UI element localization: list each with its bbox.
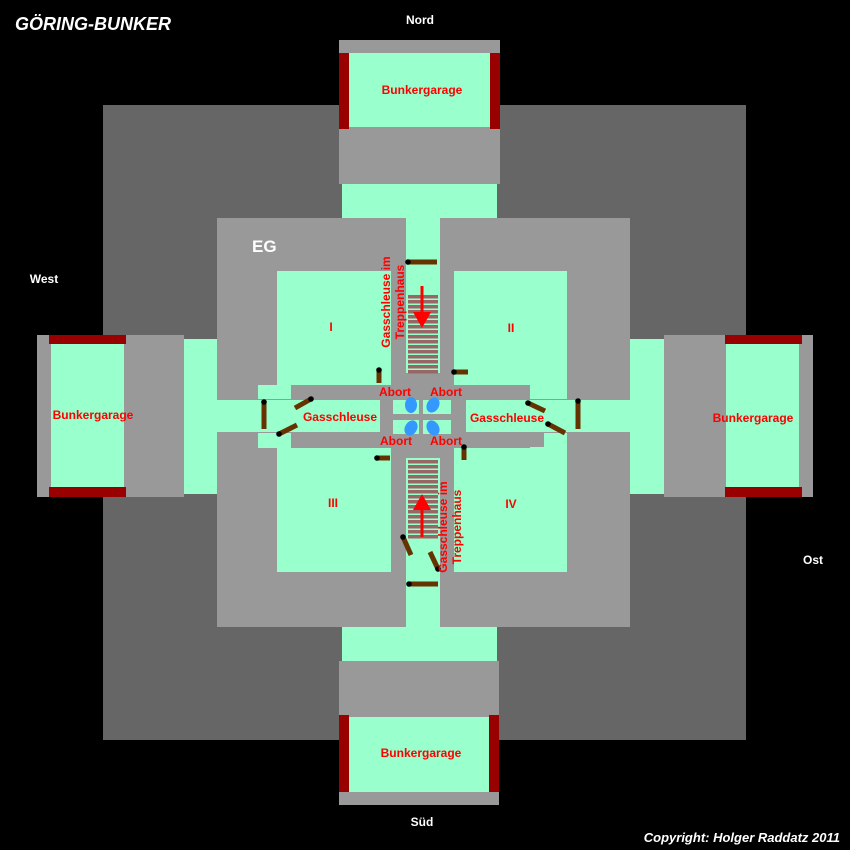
stair-step — [408, 365, 438, 369]
room-3-label: III — [328, 496, 338, 510]
compass-west: West — [30, 272, 58, 286]
room-4-label: IV — [505, 497, 516, 511]
stair-step — [408, 475, 438, 479]
garage-north-label: Bunkergarage — [382, 83, 463, 97]
door-hinge-icon — [406, 581, 412, 587]
compass-east: Ost — [803, 553, 823, 567]
door-hinge-icon — [374, 455, 380, 461]
stair-step — [408, 470, 438, 474]
compass-south: Süd — [411, 815, 434, 829]
toilet-se-label: Abort — [430, 434, 462, 448]
garage-west-label: Bunkergarage — [53, 408, 134, 422]
stair-step — [408, 360, 438, 364]
stair-step — [408, 370, 438, 374]
garage-south-label: Bunkergarage — [381, 746, 462, 760]
compass-north: Nord — [406, 13, 434, 27]
toilet-nw-label: Abort — [379, 385, 411, 399]
door-hinge-icon — [525, 400, 531, 406]
door[interactable] — [277, 422, 299, 437]
map-title: GÖRING-BUNKER — [15, 14, 171, 34]
door-hinge-icon — [461, 444, 467, 450]
door-hinge-icon — [545, 421, 551, 427]
garage-north — [339, 40, 500, 219]
arrow-up-icon — [413, 494, 431, 537]
garage-west — [37, 335, 218, 497]
floor-label: EG — [252, 237, 277, 256]
stair-step — [408, 325, 438, 329]
stair-step — [408, 345, 438, 349]
toilet-sw-label: Abort — [380, 434, 412, 448]
stair-airlock-south-line2: Treppenhaus — [450, 489, 464, 564]
door-hinge-icon — [400, 534, 406, 540]
stair-step — [408, 355, 438, 359]
door-hinge-icon — [308, 396, 314, 402]
door-hinge-icon — [435, 566, 441, 572]
toilet-ne-label: Abort — [430, 385, 462, 399]
stair-step — [408, 330, 438, 334]
copyright: Copyright: Holger Raddatz 2011 — [644, 830, 840, 845]
garage-east-label: Bunkergarage — [713, 411, 794, 425]
door[interactable] — [293, 396, 313, 411]
toilet-bowl-icon — [404, 420, 418, 436]
door[interactable] — [427, 550, 441, 571]
door[interactable] — [400, 535, 414, 557]
stair-airlock-north-line1: Gasschleuse im — [379, 256, 393, 347]
door-hinge-icon — [451, 369, 457, 375]
stair-step — [408, 465, 438, 469]
airlock-east-label: Gasschleuse — [470, 411, 544, 425]
stair-airlock-north-line2: Treppenhaus — [393, 264, 407, 339]
garage-east — [630, 335, 813, 497]
room-1 — [277, 271, 391, 385]
stair-step — [408, 335, 438, 339]
stair-step — [408, 480, 438, 484]
toilet-bowl-icon — [405, 397, 417, 413]
garage-south — [339, 627, 499, 805]
room-1-label: I — [329, 320, 332, 334]
stair-step — [408, 485, 438, 489]
room-3 — [277, 448, 391, 572]
stair-airlock-south-line1: Gasschleuse im — [436, 481, 450, 572]
door-hinge-icon — [276, 431, 282, 437]
stair-step — [408, 460, 438, 464]
arrow-down-icon — [413, 286, 431, 328]
door-hinge-icon — [261, 399, 267, 405]
room-4 — [454, 448, 567, 572]
door-hinge-icon — [405, 259, 411, 265]
door[interactable] — [526, 400, 547, 414]
room-2 — [454, 271, 567, 385]
room-2-label: II — [508, 321, 515, 335]
door-hinge-icon — [575, 398, 581, 404]
stair-step — [408, 490, 438, 494]
door-hinge-icon — [376, 367, 382, 373]
toilet-bowl-icon — [426, 420, 440, 436]
toilet-bowl-icon — [426, 397, 440, 413]
stair-step — [408, 350, 438, 354]
airlock-west-label: Gasschleuse — [303, 410, 377, 424]
door[interactable] — [546, 421, 567, 436]
stair-step — [408, 340, 438, 344]
